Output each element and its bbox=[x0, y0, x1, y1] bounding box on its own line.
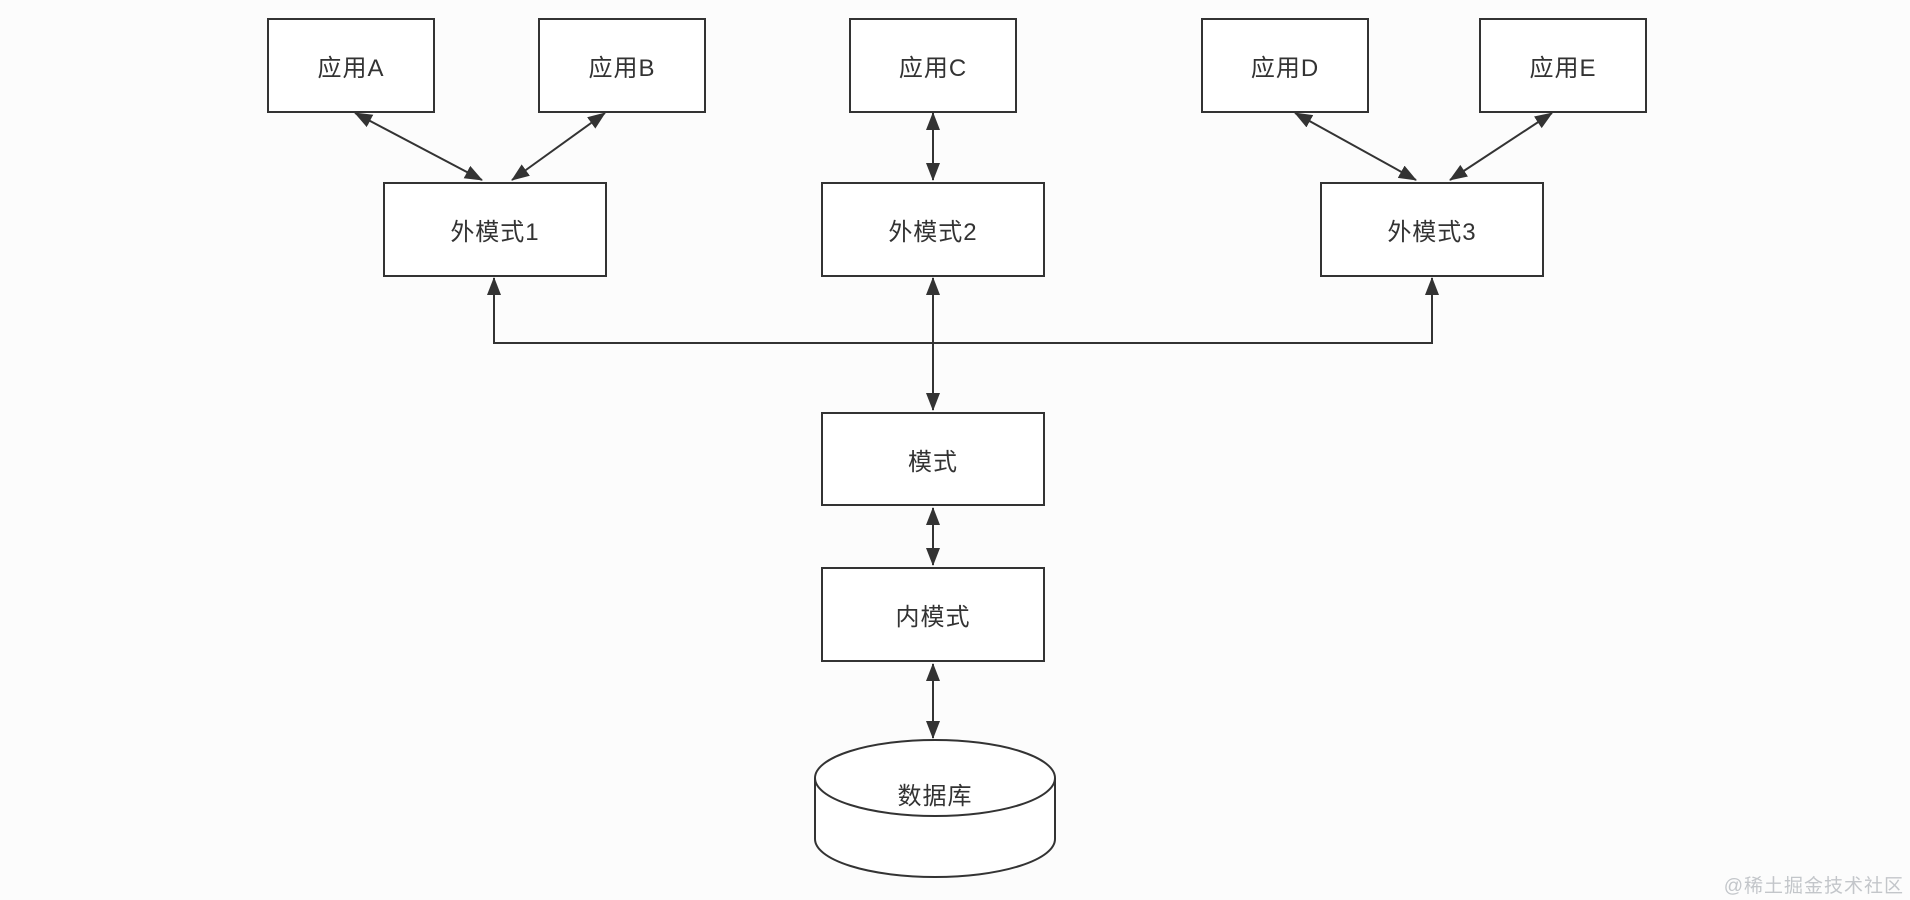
node-app-c: 应用C bbox=[849, 18, 1017, 113]
node-database-label: 数据库 bbox=[897, 782, 973, 810]
node-app-d: 应用D bbox=[1201, 18, 1369, 113]
node-internal-schema: 内模式 bbox=[821, 567, 1045, 662]
node-external-schema-1: 外模式1 bbox=[383, 182, 607, 277]
edge-app-b-ext1 bbox=[511, 112, 606, 181]
edge-app-d-ext3 bbox=[1294, 112, 1417, 181]
node-schema: 模式 bbox=[821, 412, 1045, 506]
edge-app-a-ext1 bbox=[354, 112, 483, 181]
watermark: @稀土掘金技术社区 bbox=[1723, 876, 1904, 897]
node-app-b: 应用B bbox=[538, 18, 706, 113]
edge-branch-ext1-ext3 bbox=[487, 277, 1439, 344]
node-app-a: 应用A bbox=[267, 18, 435, 113]
node-external-schema-3: 外模式3 bbox=[1320, 182, 1544, 277]
edge-app-e-ext3 bbox=[1449, 112, 1553, 181]
node-app-e: 应用E bbox=[1479, 18, 1647, 113]
node-external-schema-2: 外模式2 bbox=[821, 182, 1045, 277]
